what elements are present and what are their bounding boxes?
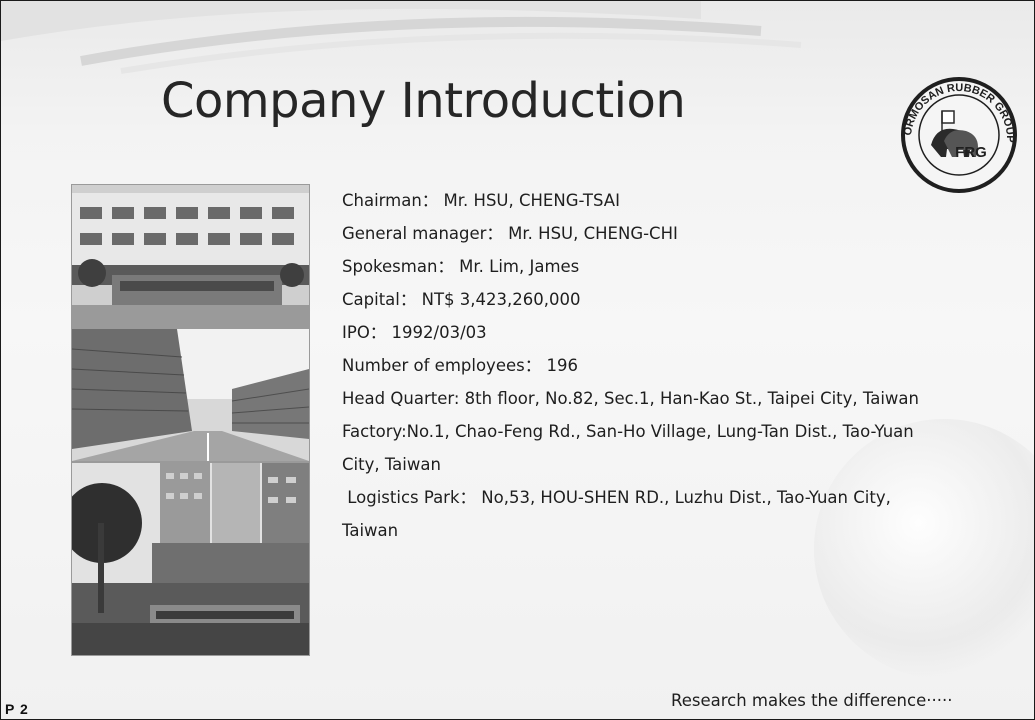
slide-title: Company Introduction	[161, 73, 686, 129]
frg-logo: FORMOSAN RUBBER GROUP FRG	[886, 75, 1017, 193]
photo-factory-street	[71, 328, 310, 462]
logo-initials: FRG	[955, 144, 987, 161]
info-spokesman: Spokesman： Mr. Lim, James	[342, 257, 580, 276]
globe-watermark	[814, 419, 1034, 679]
info-general-manager: General manager： Mr. HSU, CHENG-CHI	[342, 224, 678, 243]
info-logistics-park: Logistics Park： No,53, HOU-SHEN RD., Luz…	[342, 488, 891, 507]
info-factory-cont: City, Taiwan	[342, 455, 441, 474]
page-number: P 2	[5, 701, 29, 717]
footer-tagline: Research makes the difference·····	[671, 691, 953, 710]
photo-logistics-park	[71, 462, 310, 656]
info-employees: Number of employees： 196	[342, 356, 578, 375]
company-info-list: Chairman： Mr. HSU, CHENG-TSAI General ma…	[342, 184, 1032, 547]
elephant-icon	[931, 110, 978, 157]
info-chairman: Chairman： Mr. HSU, CHENG-TSAI	[342, 191, 620, 210]
info-logistics-park-cont: Taiwan	[342, 521, 399, 540]
info-head-quarter: Head Quarter: 8th floor, No.82, Sec.1, H…	[342, 389, 920, 408]
header-swoosh-decoration	[1, 1, 802, 74]
info-ipo: IPO： 1992/03/03	[342, 323, 487, 342]
photo-headquarters	[71, 184, 310, 328]
info-factory: Factory:No.1, Chao-Feng Rd., San-Ho Vill…	[342, 422, 914, 441]
info-capital: Capital： NT$ 3,423,260,000	[342, 290, 581, 309]
